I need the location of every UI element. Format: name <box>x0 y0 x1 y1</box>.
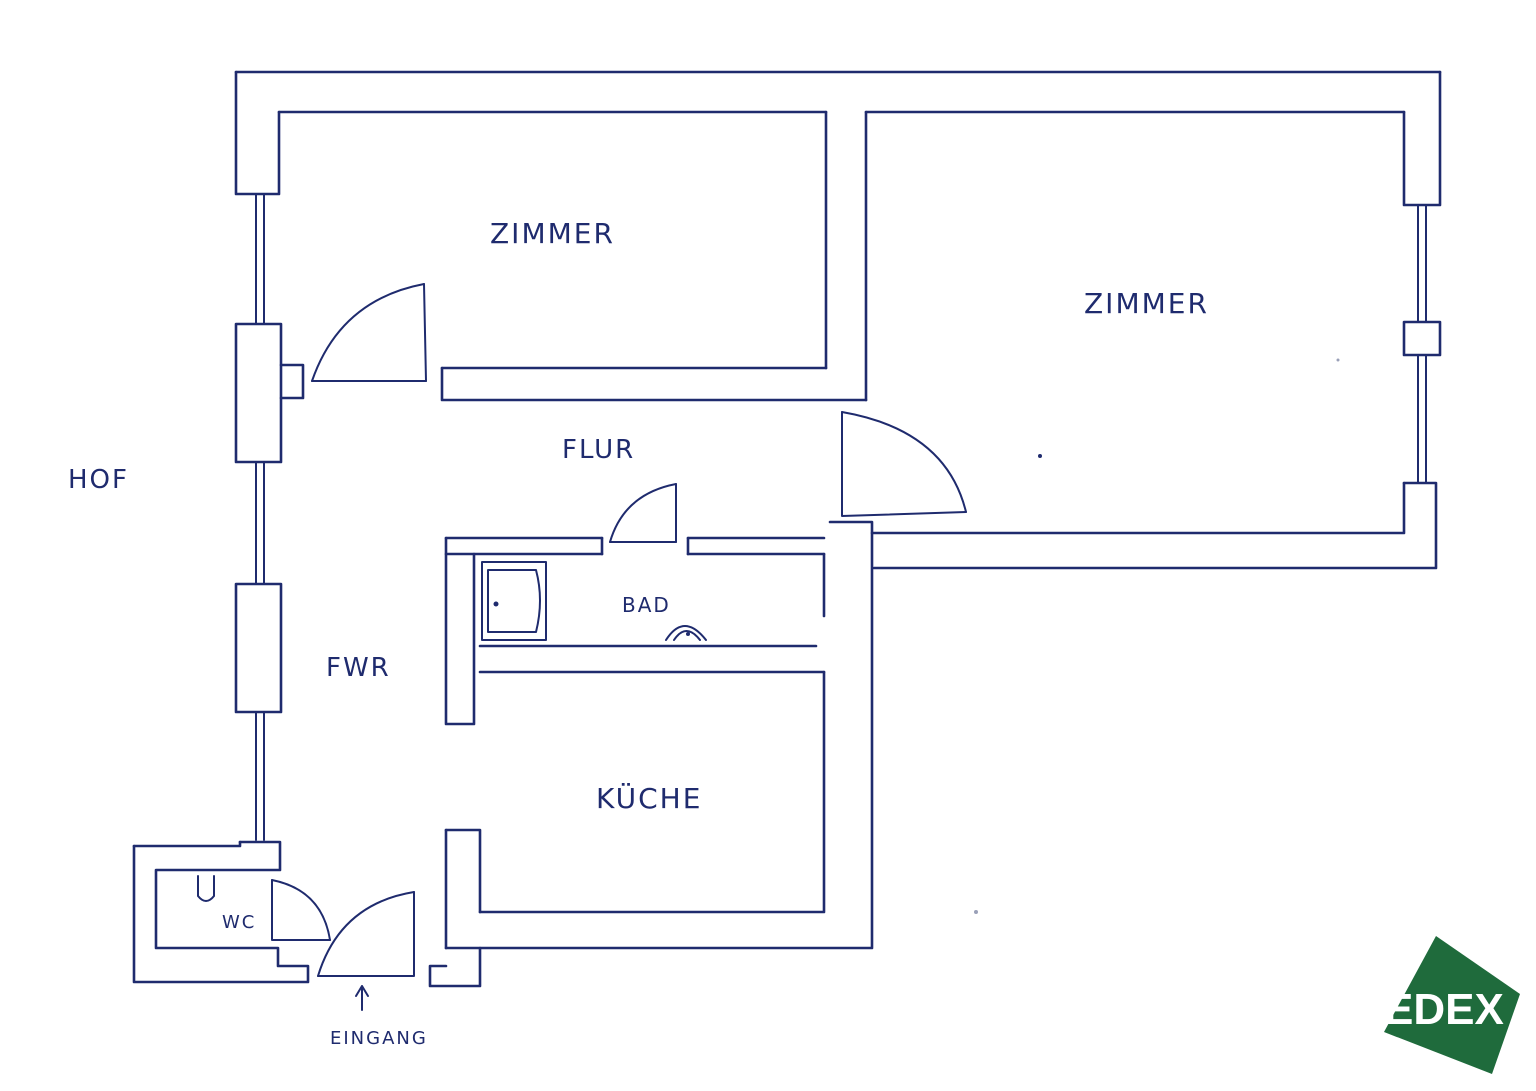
kueche-entrance-area <box>428 828 482 988</box>
zimmer-left-room <box>311 110 868 402</box>
arrow-up-icon <box>355 985 369 1011</box>
sink <box>665 625 707 641</box>
wc-room <box>132 840 415 1011</box>
door-wc <box>271 879 331 941</box>
left-wall <box>234 193 305 841</box>
door-zimmer-right <box>841 411 967 517</box>
label-zimmer-left: ZIMMER <box>490 217 615 250</box>
label-flur-top: FLUR <box>562 435 635 465</box>
door-eingang <box>317 891 415 977</box>
bathtub <box>481 561 547 641</box>
label-bad: BAD <box>622 593 671 617</box>
bad-kueche-partition <box>444 483 874 950</box>
logo-text: EDEX <box>1384 985 1504 1034</box>
label-kueche: KÜCHE <box>596 781 702 815</box>
label-hof: HOF <box>68 465 129 495</box>
label-wc: WC <box>222 912 256 933</box>
scan-specks <box>974 358 1340 914</box>
zimmer-right-room <box>841 110 1442 570</box>
edex-logo: EDEX <box>1384 936 1520 1074</box>
toilet-icon <box>197 875 215 902</box>
outer-walls <box>234 70 1442 207</box>
room-labels: ZIMMER ZIMMER FLUR FWR BAD KÜCHE WC HOF … <box>68 217 1209 1049</box>
label-flur-left: FWR <box>326 653 391 683</box>
label-eingang: EINGANG <box>330 1028 428 1049</box>
label-zimmer-right: ZIMMER <box>1084 287 1209 320</box>
